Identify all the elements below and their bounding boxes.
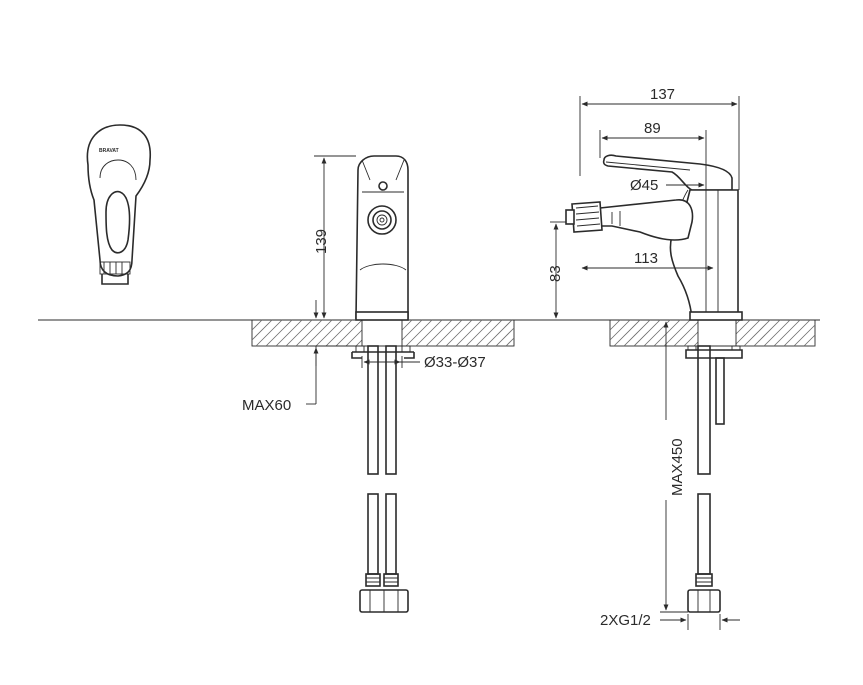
faucet-side-view <box>351 155 415 613</box>
brand-logo: BRAVAT <box>99 148 119 154</box>
dim-connection: 2XG1/2 <box>600 612 651 629</box>
countertop-slab-left <box>251 319 515 347</box>
dim-handle-diameter: Ø45 <box>630 177 658 194</box>
handle-front-view: BRAVAT <box>86 124 151 285</box>
countertop-slab-right <box>609 319 816 347</box>
dim-hose-length: MAX450 <box>669 438 686 496</box>
dimension-labels: 137 89 Ø45 113 83 139 MAX60 Ø33-Ø37 MAX4… <box>242 86 686 629</box>
dimension-lines <box>306 96 740 630</box>
dim-max-thickness: MAX60 <box>242 397 291 414</box>
hatch-right <box>609 319 816 347</box>
hatch-left <box>251 319 515 347</box>
dim-spout-reach: 113 <box>634 250 658 267</box>
faucet-elevation-view <box>565 154 743 613</box>
dim-hole-diameter: Ø33-Ø37 <box>424 354 486 371</box>
dim-width-total: 137 <box>650 86 675 103</box>
dim-height: 139 <box>313 229 330 254</box>
dim-width-handle: 89 <box>644 120 661 137</box>
countertop <box>38 319 820 347</box>
dim-spout-height: 83 <box>547 265 564 282</box>
